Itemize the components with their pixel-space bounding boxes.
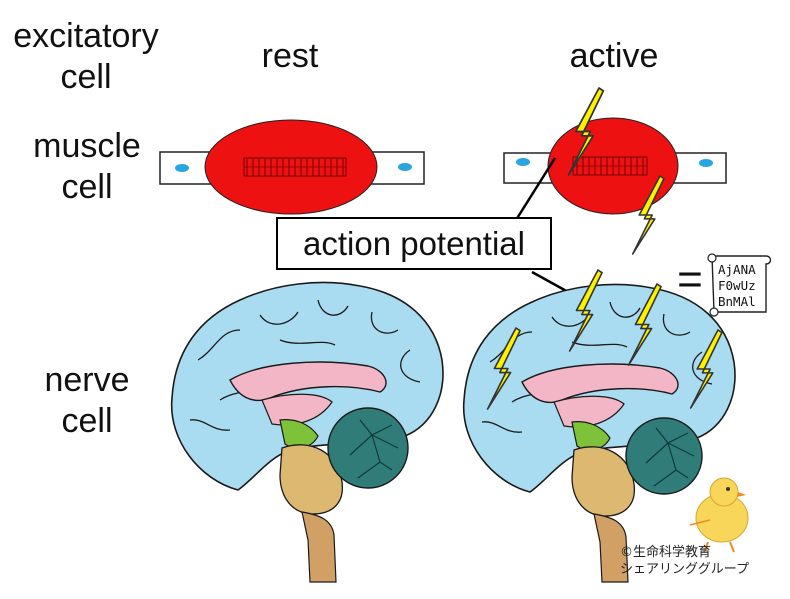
scroll-code-line: BnMAl bbox=[718, 294, 756, 309]
cerebellum bbox=[327, 407, 409, 489]
muscle-cell-rest bbox=[159, 119, 425, 215]
nerve-cell-label: nerve cell bbox=[44, 361, 130, 441]
nucleus-right-rest bbox=[398, 163, 412, 171]
credit-line: シェアリンググループ bbox=[620, 562, 749, 577]
nucleus-left-rest bbox=[175, 164, 189, 172]
scroll-code-line: F0wUz bbox=[718, 278, 756, 293]
nucleus-left-active bbox=[516, 158, 530, 166]
brain-rest bbox=[170, 281, 444, 583]
excitatory-cell-label: excitatory cell bbox=[13, 17, 159, 97]
action-potential-label: action potential bbox=[303, 224, 525, 262]
rest-label: rest bbox=[261, 37, 319, 75]
spinal-cord bbox=[301, 511, 337, 583]
muscle-cell-active bbox=[503, 117, 727, 215]
nucleus-right-active bbox=[699, 159, 713, 167]
scroll-code: AjANA F0wUz BnMAl bbox=[718, 262, 756, 310]
scroll-code-line: AjANA bbox=[718, 262, 756, 277]
pons bbox=[279, 444, 343, 515]
credit-line: ©生命科学教育 bbox=[620, 545, 712, 560]
chick-mascot-icon bbox=[689, 477, 749, 553]
callout-pointer-nerve bbox=[531, 270, 571, 295]
scroll-icon bbox=[707, 253, 772, 317]
equals-sign: = bbox=[677, 255, 703, 304]
muscle-cell-label: muscle cell bbox=[33, 127, 141, 207]
brain-active bbox=[462, 283, 736, 583]
action-potential-callout: action potential bbox=[276, 217, 552, 270]
callout-pointer-muscle bbox=[514, 157, 557, 221]
active-label: active bbox=[569, 37, 659, 75]
credit-text: ©生命科学教育 シェアリンググループ bbox=[620, 544, 749, 578]
